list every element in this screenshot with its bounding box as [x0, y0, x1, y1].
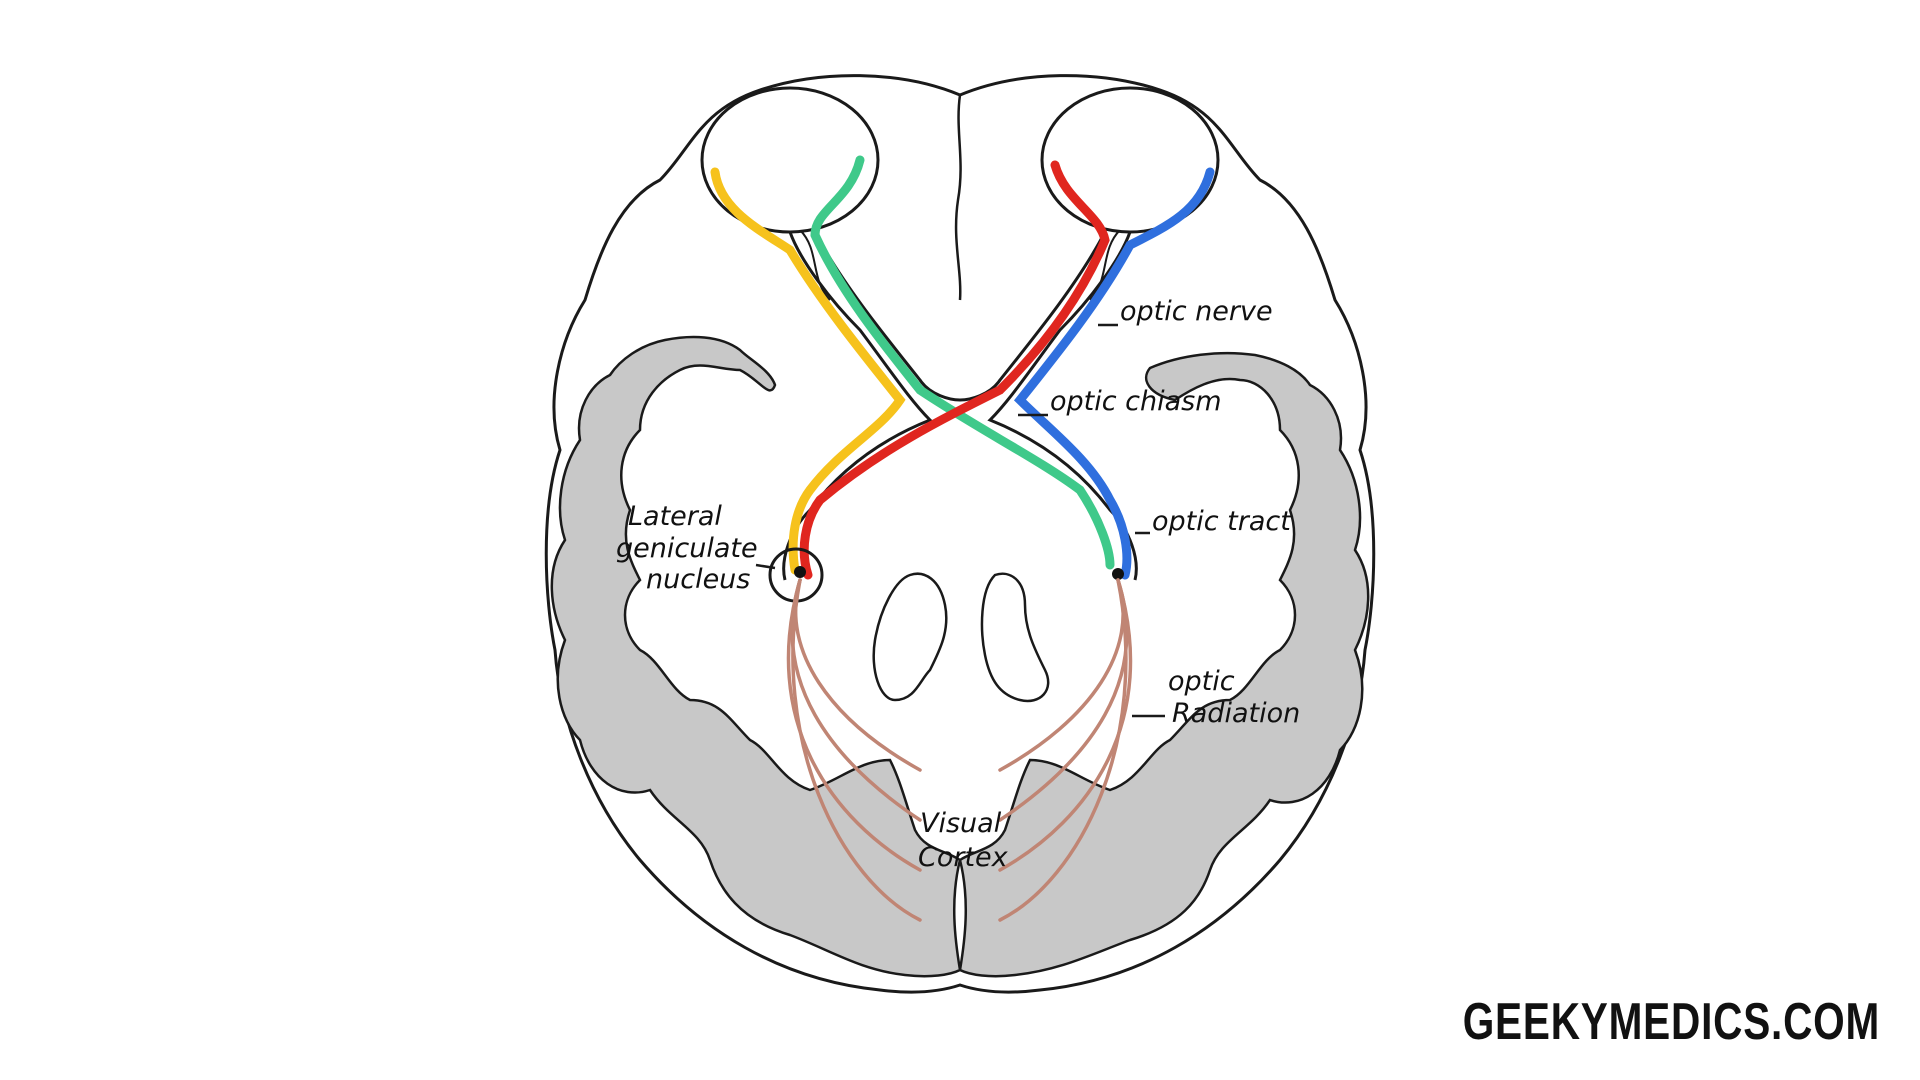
- label-optic-tract: optic tract: [1152, 506, 1292, 537]
- red-fibre: [799, 160, 1110, 580]
- label-lgn-line3: nucleus: [646, 564, 750, 595]
- label-radiation-line1: optic: [1168, 666, 1235, 697]
- label-cortex-line2: Cortex: [918, 842, 1009, 873]
- label-optic-nerve: optic nerve: [1120, 296, 1273, 327]
- right-ventricle: [980, 572, 1050, 703]
- longitudinal-fissure: [954, 94, 962, 301]
- right-lgn-dot: [1112, 568, 1124, 580]
- green-fibre: [810, 155, 1115, 570]
- label-lgn-line1: Lateral: [628, 501, 722, 532]
- label-pointer-lines: [755, 323, 1165, 718]
- left-temporal-occipital-cortex: [550, 335, 962, 978]
- label-cortex-line1: Visual: [920, 808, 1002, 839]
- blue-fibre: [1013, 167, 1215, 580]
- label-lgn-line2: geniculate: [616, 533, 758, 564]
- brand-watermark: GEEKYMEDICS.COM: [1462, 993, 1880, 1051]
- yellow-fibre: [710, 167, 906, 575]
- left-lgn-dot: [794, 566, 806, 578]
- label-radiation-line2: Radiation: [1172, 698, 1300, 729]
- left-eye: [700, 86, 880, 234]
- optic-radiation: [786, 578, 1133, 922]
- label-optic-chiasm: optic chiasm: [1050, 386, 1222, 417]
- right-temporal-occipital-cortex: [958, 351, 1370, 978]
- left-ventricle: [872, 572, 948, 702]
